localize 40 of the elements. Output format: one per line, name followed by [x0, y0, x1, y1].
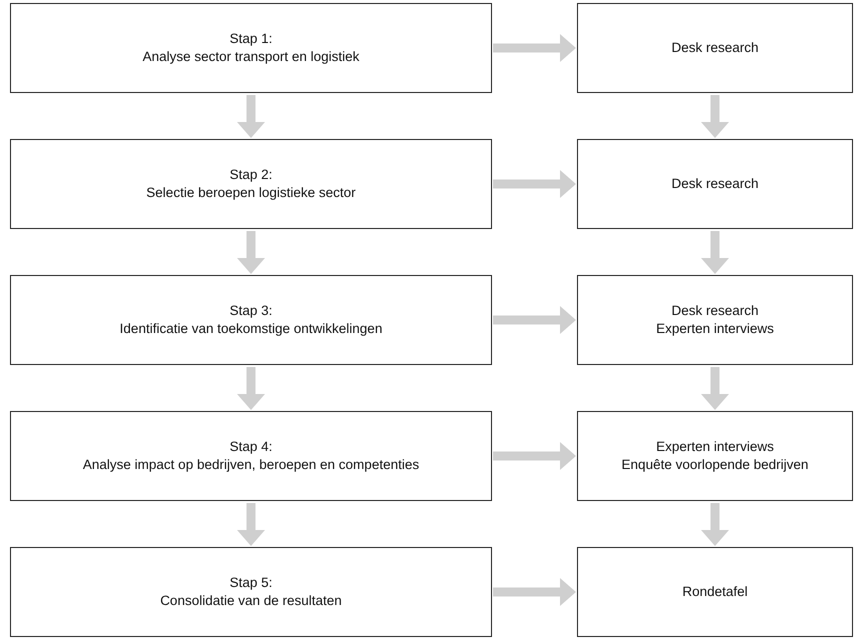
step-text: Consolidatie van de resultaten	[160, 592, 342, 610]
step-heading: Stap 1:	[230, 30, 272, 48]
block-arrow	[701, 231, 729, 274]
block-arrow	[701, 503, 729, 546]
step-text: Selectie beroepen logistieke sector	[146, 184, 356, 202]
block-arrow	[237, 231, 265, 274]
process-box	[10, 275, 492, 365]
process-box	[10, 3, 492, 93]
step-heading: Stap 3:	[230, 302, 272, 320]
process-box	[577, 139, 853, 229]
process-box	[577, 275, 853, 365]
step-text: Rondetafel	[682, 582, 748, 601]
step-heading: Stap 5:	[230, 574, 272, 592]
step-text: Enquête voorlopende bedrijven	[622, 456, 808, 474]
process-box	[577, 3, 853, 93]
step-heading: Stap 2:	[230, 166, 272, 184]
block-arrow	[493, 442, 576, 470]
process-box	[10, 547, 492, 637]
block-arrow	[493, 170, 576, 198]
step-text: Desk research	[671, 302, 759, 320]
process-box	[10, 139, 492, 229]
process-box	[577, 411, 853, 501]
step-text: Analyse sector transport en logistiek	[142, 48, 360, 66]
block-arrow	[701, 367, 729, 410]
block-arrow	[237, 95, 265, 138]
step-heading: Stap 4:	[230, 438, 272, 456]
step-text: Identificatie van toekomstige ontwikkelingen	[120, 320, 382, 338]
step-text: Experten interviews	[656, 438, 774, 456]
block-arrow	[493, 306, 576, 334]
process-box	[10, 411, 492, 501]
block-arrow	[493, 34, 576, 62]
process-box	[577, 547, 853, 637]
step-text: Experten interviews	[656, 320, 774, 338]
block-arrow	[237, 503, 265, 546]
block-arrow	[701, 95, 729, 138]
block-arrow	[493, 578, 576, 606]
step-text: Analyse impact op bedrijven, beroepen en competenties	[82, 456, 420, 474]
step-text: Desk research	[671, 38, 759, 57]
block-arrow	[237, 367, 265, 410]
step-text: Desk research	[671, 174, 759, 193]
